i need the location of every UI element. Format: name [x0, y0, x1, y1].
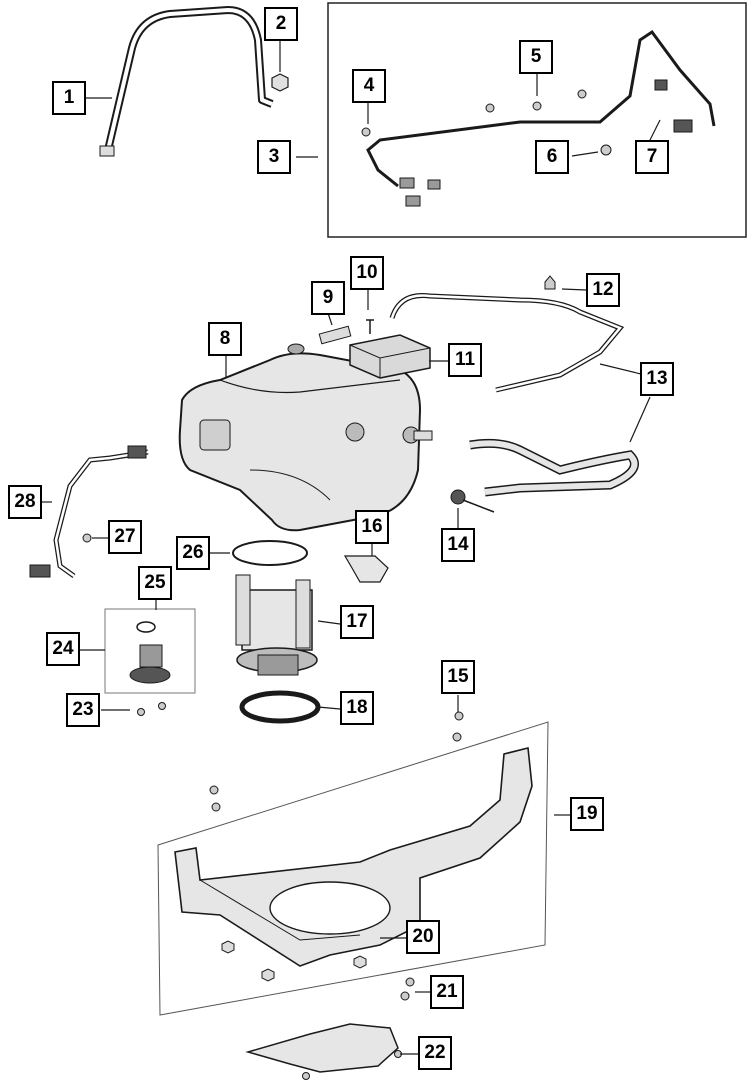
- callout-9: 9: [311, 281, 345, 315]
- clip-part-12: [544, 275, 556, 290]
- callout-7: 7: [635, 140, 669, 174]
- callout-18: 18: [340, 691, 374, 725]
- callout-1: 1: [52, 81, 86, 115]
- callout-15: 15: [441, 660, 475, 694]
- callout-6: 6: [535, 140, 569, 174]
- callout-25: 25: [138, 566, 172, 600]
- callout-22: 22: [418, 1036, 452, 1070]
- callout-14: 14: [441, 528, 475, 562]
- tank-support-skid-plate: [174, 747, 533, 967]
- fill-hose: [389, 292, 625, 393]
- pump-seal-ring: [232, 540, 308, 566]
- skid-plate-group-box: [157, 721, 549, 1016]
- callout-19: 19: [570, 797, 604, 831]
- bolt-part-23a: [137, 708, 145, 716]
- tank-strap: [104, 6, 274, 151]
- sensor-part-9: [318, 325, 352, 345]
- callout-27: 27: [108, 520, 142, 554]
- bolt-part-15a: [454, 711, 464, 721]
- callout-24: 24: [46, 632, 80, 666]
- callout-16: 16: [355, 510, 389, 544]
- screw-part-10: [366, 319, 374, 334]
- bolt-part-27: [82, 533, 92, 543]
- callout-11: 11: [448, 343, 482, 377]
- pressure-sensor: [450, 489, 466, 505]
- callout-2: 2: [264, 7, 298, 41]
- callout-23: 23: [66, 693, 100, 727]
- callout-26: 26: [176, 536, 210, 570]
- fuel-level-sender: [129, 644, 171, 684]
- callout-17: 17: [340, 605, 374, 639]
- callout-12: 12: [586, 273, 620, 307]
- callout-3: 3: [257, 140, 291, 174]
- callout-28: 28: [8, 485, 42, 519]
- heat-shield: [245, 1023, 399, 1073]
- fuel-tank: [178, 352, 422, 532]
- bolt-part-21a: [405, 977, 415, 987]
- group-3-box: [327, 2, 747, 238]
- lock-ring: [239, 690, 321, 724]
- wiring-harness: [53, 449, 149, 579]
- fuel-pump-module: [235, 574, 318, 676]
- callout-20: 20: [406, 920, 440, 954]
- strap-nut: [271, 73, 289, 92]
- callout-8: 8: [208, 322, 242, 356]
- callout-13: 13: [640, 362, 674, 396]
- bolt-part-23b: [158, 702, 166, 710]
- bolt-part-15b: [452, 732, 462, 742]
- callout-10: 10: [350, 256, 384, 290]
- bracket-part-16: [343, 555, 389, 583]
- o-ring-part-25: [136, 621, 156, 633]
- bolt-part-21b: [400, 991, 410, 1001]
- group-24-box: [104, 608, 196, 694]
- callout-4: 4: [352, 69, 386, 103]
- callout-5: 5: [519, 40, 553, 74]
- callout-21: 21: [430, 975, 464, 1009]
